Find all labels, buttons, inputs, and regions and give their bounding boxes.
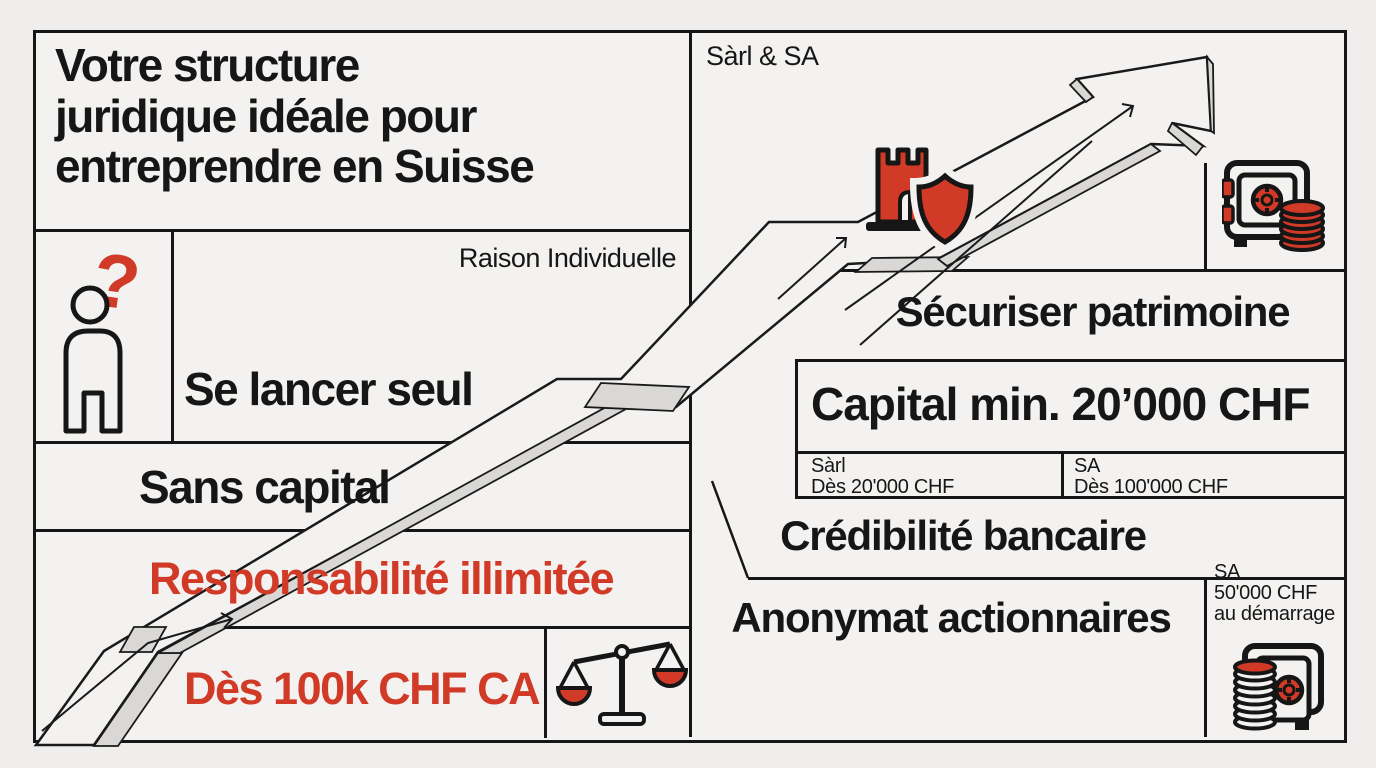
capital-col-divider: [1061, 451, 1064, 498]
left-point-des-100k: Dès 100k CHF CA: [184, 663, 541, 714]
left-point-se-lancer-seul: Se lancer seul: [184, 363, 474, 415]
title-bottom-line: [33, 229, 691, 232]
right-panel-label: Sàrl & SA: [706, 41, 819, 71]
sa-note-line-3: au démarrage: [1214, 603, 1335, 625]
securiser-top-line: [790, 269, 1344, 272]
left-panel-label: Raison Individuelle: [458, 243, 677, 273]
justice-scales-icon: [552, 628, 692, 733]
capital-box-top: [795, 359, 1344, 362]
title-line-1: Votre structure: [55, 39, 360, 91]
right-point-anonymat: Anonymat actionnaires: [731, 594, 1171, 641]
sa-note-line-1: SA: [1214, 561, 1241, 583]
capital-box-mid: [795, 451, 1344, 454]
svg-text:?: ?: [87, 237, 145, 328]
capital-col-sarl-name: Sàrl: [811, 455, 846, 477]
title-line-3: entreprendre en Suisse: [55, 140, 535, 193]
coins-safe-icon: [1225, 640, 1335, 740]
capital-min-title: Capital min. 20’000 CHF: [811, 378, 1310, 430]
row-line-1: [33, 441, 691, 444]
right-point-securiser: Sécuriser patrimoine: [895, 288, 1291, 335]
sa-note-line-2: 50'000 CHF: [1214, 582, 1318, 604]
person-cell-line: [171, 229, 174, 443]
castle-shield-icon: [860, 130, 980, 250]
capital-box-left: [795, 359, 798, 498]
capital-col-sarl-value: Dès 20'000 CHF: [811, 476, 955, 498]
title-line-2: juridique idéale pour: [55, 89, 477, 142]
left-point-responsabilite: Responsabilité illimitée: [149, 553, 615, 604]
capital-col-sa-value: Dès 100'000 CHF: [1074, 476, 1228, 498]
row-line-2: [33, 529, 691, 532]
capital-col-sa: SA Dès 100'000 CHF: [1074, 456, 1228, 498]
right-point-credibilite: Crédibilité bancaire: [780, 512, 1147, 559]
sa-note: SA 50'000 CHF au démarrage: [1214, 562, 1335, 625]
safe-cell-line: [1204, 163, 1207, 271]
safe-coins-icon: [1222, 158, 1332, 258]
capital-col-sarl: Sàrl Dès 20'000 CHF: [811, 456, 954, 498]
scales-cell-line: [544, 626, 547, 738]
page-title: Votre structure juridique idéale pour en…: [55, 39, 535, 193]
left-point-sans-capital: Sans capital: [139, 461, 391, 513]
person-question-icon: ?: [52, 235, 152, 435]
capital-col-sa-name: SA: [1074, 455, 1101, 477]
